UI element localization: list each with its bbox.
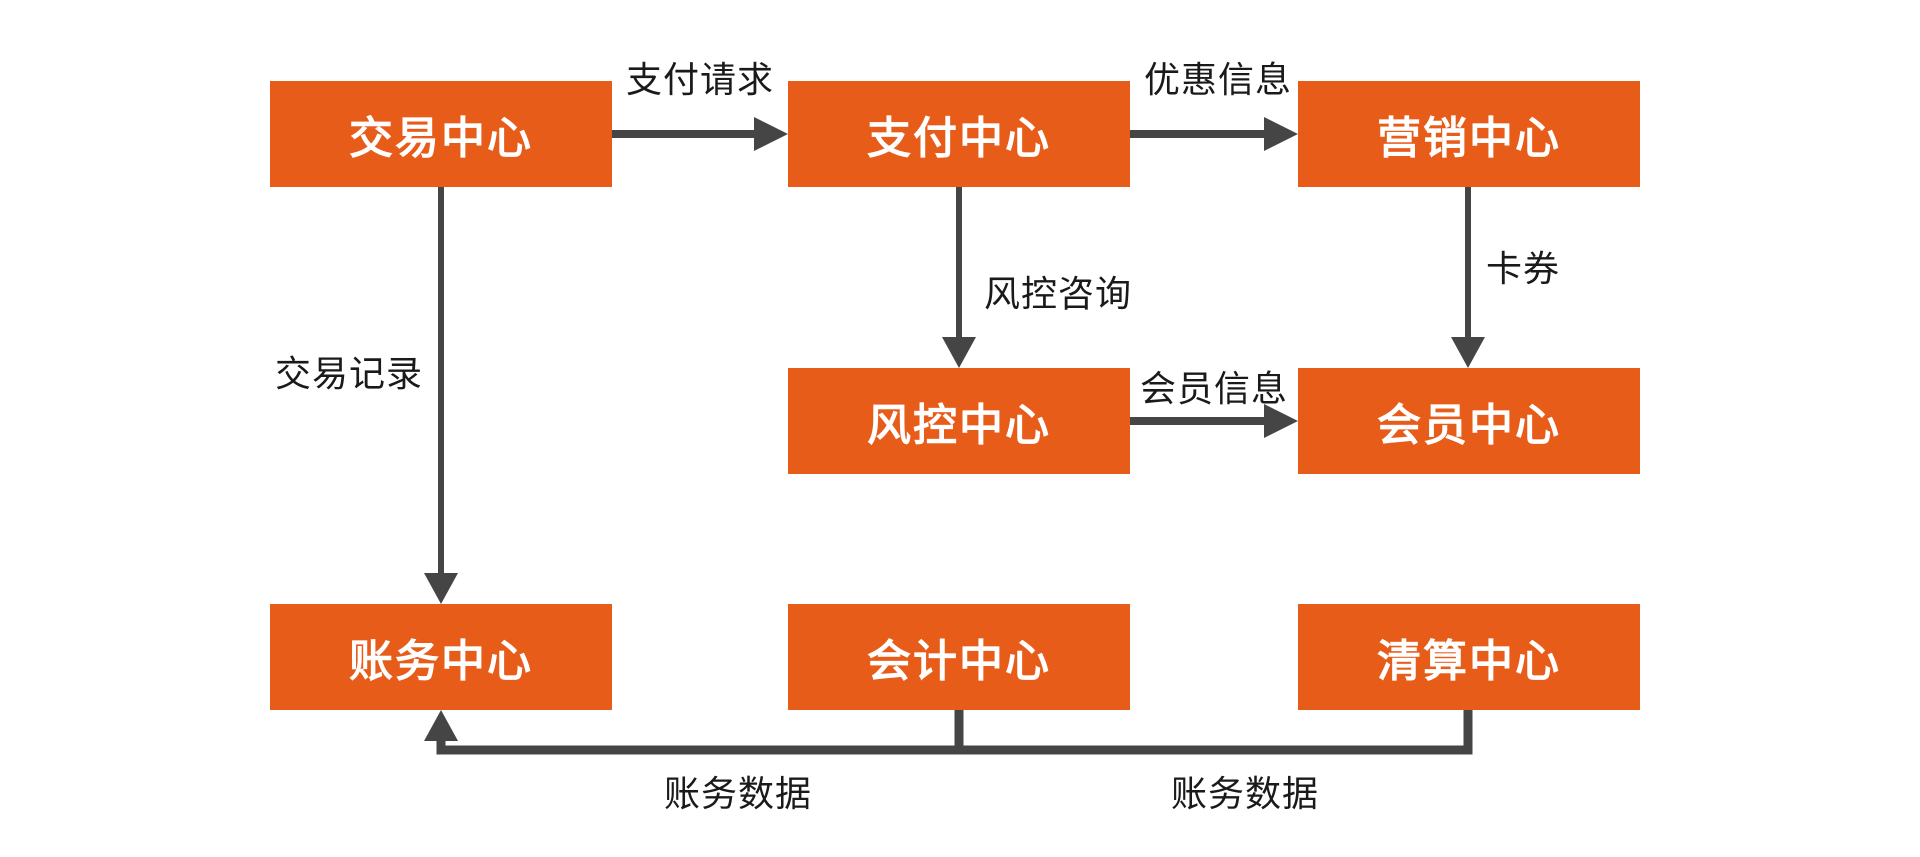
node-payment-center: 支付中心 [788, 81, 1130, 187]
edge-label-transaction-record: 交易记录 [274, 353, 424, 394]
edge-label-payment-request: 支付请求 [625, 59, 775, 100]
edge-label-billing-data-2: 账务数据 [1170, 773, 1320, 814]
edge-label-billing-data-1: 账务数据 [663, 773, 813, 814]
node-clearing-center: 清算中心 [1298, 604, 1640, 710]
node-risk-control-center: 风控中心 [788, 368, 1130, 474]
edge-member-info-arrowhead [1264, 404, 1298, 438]
edge-label-card-coupon: 卡券 [1485, 248, 1561, 289]
edge-billing-data-arrowhead [424, 710, 458, 741]
edge-payment-request-arrowhead [754, 117, 788, 151]
node-transaction-center: 交易中心 [270, 81, 612, 187]
edge-promo-info-arrowhead [1264, 117, 1298, 151]
edge-label-risk-consult: 风控咨询 [983, 273, 1133, 314]
edge-card-coupon-arrowhead [1451, 337, 1485, 368]
edge-label-member-info: 会员信息 [1139, 368, 1289, 409]
node-marketing-center: 营销中心 [1298, 81, 1640, 187]
edge-transaction-record-arrowhead [424, 573, 458, 604]
node-member-center: 会员中心 [1298, 368, 1640, 474]
edge-label-promo-info: 优惠信息 [1143, 59, 1293, 100]
node-accounting-center: 会计中心 [788, 604, 1130, 710]
node-billing-center: 账务中心 [270, 604, 612, 710]
edge-risk-consult-arrowhead [942, 337, 976, 368]
